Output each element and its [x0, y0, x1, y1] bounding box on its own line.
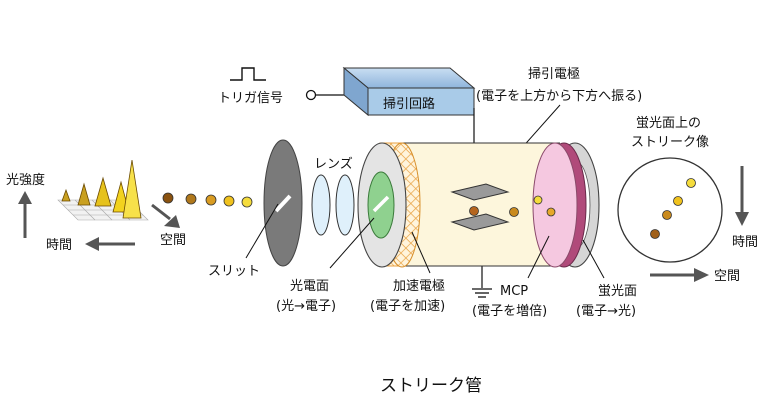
streak-spots [650, 178, 696, 239]
screen-image-label-2: ストリーク像 [631, 135, 709, 150]
accel-label-2: (電子を加速) [370, 299, 445, 314]
electron-stream [469, 206, 519, 217]
trigger-pulse-icon [230, 67, 266, 81]
light-pulse [61, 188, 71, 202]
sweep-plate-lower [450, 213, 510, 231]
arrow-down-icon [735, 166, 749, 226]
photon [162, 192, 174, 204]
light-pulse [94, 176, 112, 207]
electron [546, 207, 556, 217]
streak-spot [662, 210, 672, 220]
photon [241, 196, 253, 208]
light-pulse [77, 182, 91, 206]
arrow-right-icon [650, 268, 709, 282]
phosphor-screen-view [617, 157, 723, 263]
slit-label: スリット [208, 264, 260, 279]
screen-image-label-1: 蛍光面上の [636, 116, 701, 131]
lens: レンズ [311, 156, 355, 236]
sweep-electrodes [450, 183, 510, 231]
time-right-label: 時間 [732, 235, 758, 250]
sweep-plate-upper [450, 183, 510, 201]
light-intensity-label: 光強度 [6, 172, 45, 188]
trigger-terminal [305, 89, 317, 101]
mcp-phosphor-assembly [532, 142, 600, 268]
streak-spot [673, 196, 683, 206]
arrow-up-icon [18, 191, 32, 238]
slit-opening [274, 194, 292, 213]
photon-stream [162, 192, 253, 208]
streak-spot [686, 178, 696, 188]
photocathode-label-2: (光→電子) [276, 299, 336, 314]
lens-element [335, 174, 355, 236]
trigger-label: トリガ信号 [218, 91, 283, 106]
electron [533, 195, 543, 205]
mcp-label-1: MCP [500, 284, 528, 299]
sweep-circuit-label: 掃引回路 [383, 96, 435, 112]
mcp-plate [532, 142, 578, 268]
slit: スリット [208, 139, 303, 279]
streak-image: 蛍光面上の ストリーク像 時間 空間 [617, 116, 758, 284]
ground-icon [472, 288, 492, 298]
trigger-signal: トリガ信号 [218, 67, 344, 106]
electron [509, 207, 519, 217]
arrow-left-icon [85, 237, 135, 251]
lens-label: レンズ [314, 156, 353, 172]
photocathode-label-1: 光電面 [290, 279, 329, 294]
phosphor-label-1: 蛍光面 [598, 284, 637, 299]
input-light-graph: 光強度 時間 [6, 159, 186, 253]
space-right-label: 空間 [714, 269, 740, 284]
photon [223, 195, 235, 207]
lens-element [311, 174, 331, 236]
mcp-label-2: (電子を増倍) [472, 304, 547, 319]
photon [185, 193, 197, 205]
accel-label-1: 加速電極 [393, 278, 445, 294]
light-pulses [61, 159, 142, 219]
photon [205, 194, 217, 206]
time-left-label: 時間 [46, 238, 72, 253]
streak-spot [650, 229, 660, 239]
light-pulse [122, 159, 142, 219]
diagram-caption: ストリーク管 [380, 376, 482, 396]
arrow-diagonal-icon [151, 203, 180, 228]
photocathode [357, 142, 407, 268]
svg-text:掃引電極: 掃引電極 [528, 66, 580, 82]
svg-text:(電子を上方から下方へ振る): (電子を上方から下方へ振る) [476, 88, 642, 104]
electron [469, 206, 479, 216]
phosphor-label-2: (電子→光) [576, 304, 636, 319]
space-left-label: 空間 [160, 233, 186, 248]
sweep-electrode-label: 掃引電極 (電子を上方から下方へ振る) [476, 66, 642, 187]
